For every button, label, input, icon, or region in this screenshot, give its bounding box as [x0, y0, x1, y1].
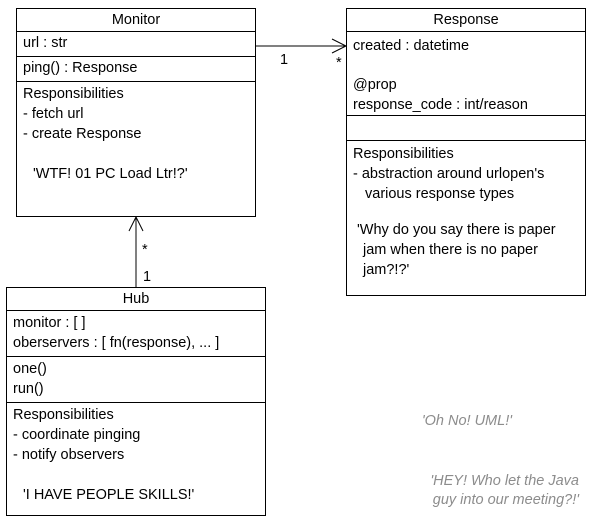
- monitor-quote: 'WTF! 01 PC Load Ltr!?': [33, 166, 188, 182]
- response-responsibility-item: - abstraction around urlopen's: [353, 166, 545, 182]
- hub-responsibility-item: - notify observers: [13, 447, 125, 463]
- multiplicity-hub-monitor-target: *: [142, 242, 148, 258]
- monitor-responsibility-item: - create Response: [23, 126, 142, 142]
- hub-class-box: Hub monitor : [ ] oberservers : [ fn(res…: [6, 287, 266, 516]
- hub-attribute: oberservers : [ fn(response), ... ]: [13, 335, 220, 351]
- hub-quote: 'I HAVE PEOPLE SKILLS!': [23, 487, 195, 503]
- hub-attribute: monitor : [ ]: [13, 315, 86, 331]
- response-attribute: created : datetime: [353, 38, 470, 54]
- hub-operation: one(): [13, 361, 47, 377]
- hub-monitor-arrowhead: [128, 215, 144, 232]
- hub-responsibility-item: - coordinate pinging: [13, 427, 141, 443]
- hub-attributes-section: monitor : [ ] oberservers : [ fn(respons…: [7, 311, 265, 357]
- monitor-attributes-section: url : str: [17, 32, 255, 57]
- response-quote-line: 'Why do you say there is paper: [357, 222, 556, 238]
- hub-operation: run(): [13, 381, 44, 397]
- monitor-class-title: Monitor: [17, 9, 255, 32]
- hub-class-title: Hub: [7, 288, 265, 311]
- note-java-guy-line-2: guy into our meeting?!': [432, 492, 579, 508]
- response-responsibilities-heading: Responsibilities: [353, 146, 454, 162]
- response-quote-line: jam when there is no paper: [363, 242, 538, 258]
- response-class-box: Response created : datetime @prop respon…: [346, 8, 586, 296]
- response-responsibilities-section: Responsibilities - abstraction around ur…: [347, 141, 585, 282]
- note-oh-no-uml: 'Oh No! UML!': [421, 413, 512, 429]
- monitor-responsibilities-section: Responsibilities - fetch url - create Re…: [17, 82, 255, 186]
- response-attribute: response_code : int/reason: [353, 97, 528, 113]
- monitor-responsibilities-heading: Responsibilities: [23, 86, 124, 102]
- response-attributes-section: created : datetime @prop response_code :…: [347, 32, 585, 116]
- monitor-responsibility-item: - fetch url: [23, 106, 84, 122]
- response-responsibility-item-continued: various response types: [365, 186, 515, 202]
- response-class-title: Response: [347, 9, 585, 32]
- monitor-class-box: Monitor url : str ping() : Response Resp…: [16, 8, 256, 217]
- multiplicity-monitor-response-source: 1: [280, 52, 289, 68]
- monitor-operations-section: ping() : Response: [17, 57, 255, 82]
- hub-operations-section: one() run(): [7, 357, 265, 403]
- monitor-attribute: url : str: [23, 35, 68, 51]
- multiplicity-hub-monitor-source: 1: [143, 269, 152, 285]
- hub-responsibilities-section: Responsibilities - coordinate pinging - …: [7, 403, 265, 507]
- monitor-operation: ping() : Response: [23, 60, 138, 76]
- response-quote-line: jam?!?': [363, 262, 410, 278]
- response-property-decorator: @prop: [353, 77, 397, 93]
- response-operations-section: [347, 116, 585, 141]
- multiplicity-monitor-response-target: *: [336, 55, 342, 71]
- note-java-guy-line-1: 'HEY! Who let the Java: [430, 473, 579, 489]
- hub-responsibilities-heading: Responsibilities: [13, 407, 114, 423]
